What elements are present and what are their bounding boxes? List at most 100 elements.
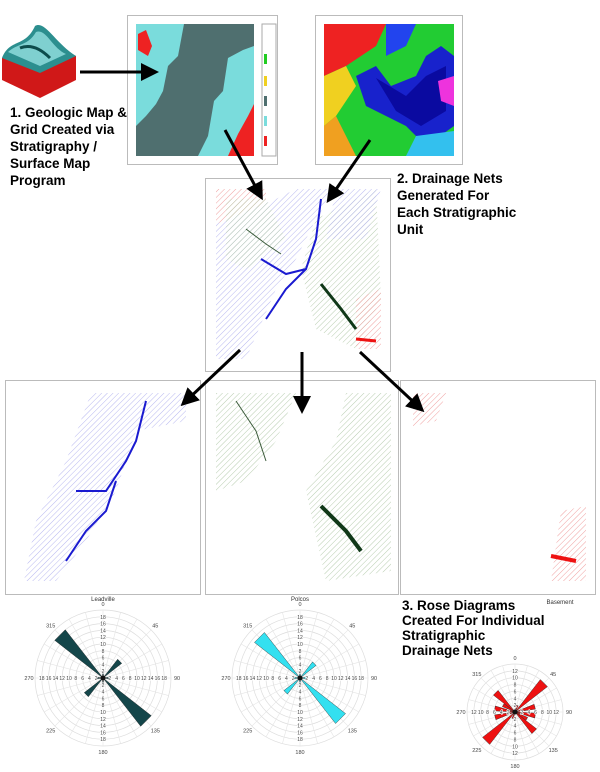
rose-ring-label: 4 bbox=[514, 724, 517, 730]
rose-ring-label: 2 bbox=[305, 676, 308, 682]
rose-petal bbox=[494, 705, 516, 713]
rose-ring-label: 18 bbox=[39, 676, 45, 682]
rose-ring-label: 2 bbox=[520, 710, 523, 716]
rose-ring-label: 18 bbox=[236, 676, 242, 682]
rose-ring-label: 8 bbox=[514, 737, 517, 743]
rose-spoke bbox=[234, 660, 301, 679]
rose-petal bbox=[102, 676, 110, 680]
rose-petal bbox=[293, 676, 301, 680]
rose-spoke bbox=[299, 677, 366, 696]
rose-ring-label: 4 bbox=[299, 662, 302, 668]
rose-ring-label: 10 bbox=[66, 676, 72, 682]
rose-petal bbox=[83, 677, 104, 698]
rose-ring-label: 4 bbox=[88, 676, 91, 682]
rose-ring-label: 8 bbox=[326, 676, 329, 682]
rose-ring-label: 16 bbox=[155, 676, 161, 682]
caption-line: Stratigraphy / bbox=[10, 139, 98, 154]
rose-petal bbox=[514, 679, 548, 713]
rose-ring-label: 16 bbox=[243, 676, 249, 682]
caption-line: Drainage Nets bbox=[402, 643, 493, 658]
rose-spoke bbox=[282, 677, 301, 744]
rose-ring-label: 12 bbox=[338, 676, 344, 682]
rose-ring-label: 18 bbox=[161, 676, 167, 682]
rose-petal bbox=[299, 677, 346, 724]
rose-ring-label: 12 bbox=[297, 635, 303, 641]
rose-petal bbox=[299, 661, 317, 679]
caption-line: Grid Created via bbox=[10, 122, 115, 137]
rose-ring-label: 2 bbox=[507, 710, 510, 716]
leadville-drainage-map bbox=[5, 380, 201, 595]
rose-ring-label: 6 bbox=[493, 710, 496, 716]
rose-ring-label: 8 bbox=[74, 676, 77, 682]
rose-title-basement: Basement bbox=[546, 600, 574, 606]
rose-bearing-label: 270 bbox=[24, 676, 33, 682]
caption-line: 1. Geologic Map & bbox=[10, 105, 128, 120]
rose-ring-label: 6 bbox=[514, 689, 517, 695]
rose-spoke bbox=[299, 660, 366, 679]
rose-spoke bbox=[502, 711, 516, 759]
rose-spoke bbox=[37, 660, 104, 679]
rose-petal bbox=[482, 711, 516, 745]
leadville-drainage-canvas bbox=[24, 393, 186, 581]
rose-ring-label: 8 bbox=[486, 710, 489, 716]
rose-ring-label: 14 bbox=[100, 724, 106, 730]
rose-bearing-label: 270 bbox=[456, 710, 465, 716]
rose-ring-label: 16 bbox=[100, 730, 106, 736]
rose-ring-label: 12 bbox=[297, 717, 303, 723]
rose-spoke bbox=[490, 711, 516, 754]
caption-line: Surface Map bbox=[10, 156, 91, 171]
rose-petal bbox=[502, 703, 516, 713]
rose-bearing-label: 0 bbox=[101, 602, 104, 608]
rose-bearing-label: 315 bbox=[46, 624, 55, 630]
caption-line: Stratigraphic bbox=[402, 628, 486, 643]
rose-spoke bbox=[282, 612, 301, 679]
rose-petal bbox=[514, 711, 536, 719]
rose-ring-label: 8 bbox=[514, 683, 517, 689]
rose-petal bbox=[283, 677, 301, 695]
rose-diagrams: 2222444466668888101010101212121214141414… bbox=[24, 602, 572, 770]
rose-petal bbox=[298, 677, 302, 685]
rose-bearing-label: 180 bbox=[510, 764, 519, 770]
rose-bearing-label: 225 bbox=[472, 748, 481, 754]
rose-ring-label: 16 bbox=[297, 730, 303, 736]
rose-ring-label: 2 bbox=[514, 717, 517, 723]
caption-line: Created For Individual bbox=[402, 613, 545, 628]
rose-petal bbox=[102, 658, 123, 679]
rose-ring-label: 12 bbox=[141, 676, 147, 682]
rose-ring-label: 4 bbox=[102, 662, 105, 668]
rose-ring-label: 2 bbox=[292, 676, 295, 682]
rose-bearing-label: 45 bbox=[349, 624, 355, 630]
rose-ring-label: 10 bbox=[512, 676, 518, 682]
rose-title-polcos: Polcos bbox=[290, 597, 309, 603]
contour-grid-canvas bbox=[324, 24, 454, 156]
rose-spoke bbox=[514, 687, 557, 713]
rose-bearing-label: 225 bbox=[46, 728, 55, 734]
rose-spoke bbox=[102, 677, 163, 713]
rose-spoke bbox=[85, 677, 104, 744]
rose-bearing-label: 0 bbox=[298, 602, 301, 608]
rose-spoke bbox=[102, 643, 163, 679]
caption-line: Each Stratigraphic bbox=[397, 205, 517, 220]
rose-ring-label: 12 bbox=[471, 710, 477, 716]
rose-ring-label: 8 bbox=[299, 703, 302, 709]
rose-petal bbox=[493, 690, 516, 713]
rose-spoke bbox=[43, 677, 104, 713]
rose-ring-label: 18 bbox=[100, 737, 106, 743]
rose-spoke bbox=[102, 677, 121, 744]
rose-bearing-label: 135 bbox=[348, 728, 357, 734]
rose-ring-label: 14 bbox=[250, 676, 256, 682]
rose-ring-label: 6 bbox=[514, 731, 517, 737]
rose-ring-label: 12 bbox=[512, 751, 518, 757]
rose-ring-label: 2 bbox=[102, 683, 105, 689]
rose-ring-label: 10 bbox=[134, 676, 140, 682]
rose-ring-label: 10 bbox=[547, 710, 553, 716]
rose-ring-label: 16 bbox=[352, 676, 358, 682]
rose-ring-label: 14 bbox=[100, 628, 106, 634]
rose-ring-label: 18 bbox=[297, 615, 303, 621]
rose-spoke bbox=[43, 643, 104, 679]
rose-ring-label: 10 bbox=[100, 710, 106, 716]
rose-ring-label: 8 bbox=[299, 649, 302, 655]
rose-ring-label: 2 bbox=[299, 669, 302, 675]
rose-center bbox=[100, 675, 106, 681]
caption-line: 3. Rose Diagrams bbox=[402, 598, 516, 613]
